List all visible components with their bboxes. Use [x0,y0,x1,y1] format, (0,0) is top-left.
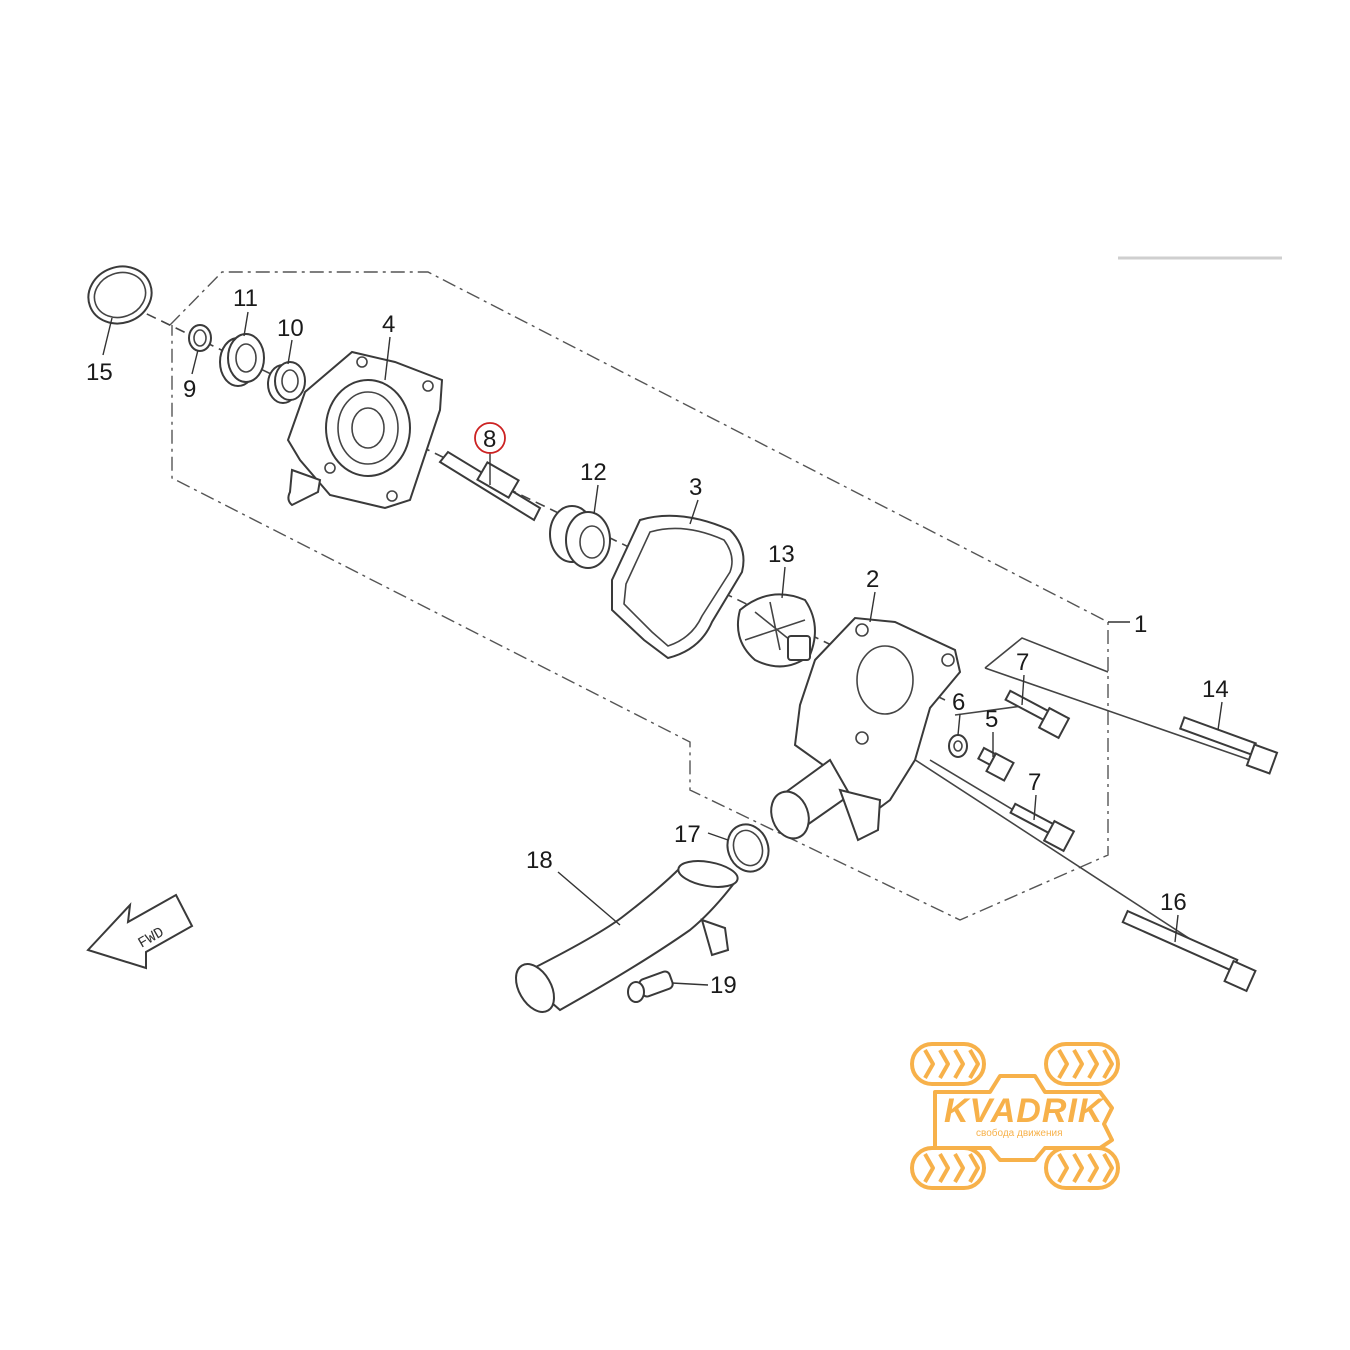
callout-8: 8 [483,426,496,453]
pump-shaft-8 [438,450,542,522]
callout-1: 1 [1134,611,1147,638]
bushing-19 [627,970,674,1003]
bolt-7-lower [1009,802,1076,853]
fwd-direction-arrow: FWD [86,893,194,970]
callout-18: 18 [526,847,553,874]
bolt-7-upper [1004,689,1071,740]
o-ring-17 [726,823,770,873]
highlight-ring-8 [474,422,506,454]
callout-14: 14 [1202,676,1229,703]
kvadrik-logo: KVADRIK свобода движения [910,1042,1120,1190]
callout-4: 4 [382,311,395,338]
callout-3: 3 [689,474,702,501]
callout-13: 13 [768,541,795,568]
callout-19: 19 [710,972,737,999]
logo-tagline: свобода движения [976,1127,1063,1139]
bolt-14 [1178,716,1279,775]
pump-body-2 [770,616,962,842]
drain-bolt-5 [977,746,1015,782]
callout-15: 15 [86,359,113,386]
callout-10: 10 [277,315,304,342]
logo-wheel-top-right [1044,1042,1120,1086]
axis-line-bolt-16 [899,749,1231,966]
assembly-boundary [169,271,1109,921]
callout-17: 17 [674,821,701,848]
axis-line-bolt-14 [984,667,1251,761]
callout-labels: 1 2 3 4 5 6 7 7 8 9 10 11 12 13 14 15 16… [86,285,1229,999]
mechanical-seal-12 [549,505,611,569]
logo-wheel-bottom-right [1044,1146,1120,1190]
bolt-16 [1121,909,1257,993]
o-ring-15 [87,265,153,325]
callout-16: 16 [1160,889,1187,916]
leader-lines [102,311,1223,986]
water-pipe-18 [515,860,739,1013]
callout-6: 6 [952,689,965,716]
impeller-13 [736,593,816,668]
callout-11: 11 [233,285,258,312]
logo-brand-text: KVADRIK [944,1092,1105,1130]
logo-frame [933,1074,1114,1162]
washer-6 [948,734,968,758]
logo-wheel-bottom-left [910,1146,986,1190]
oil-seal-10 [267,361,306,404]
logo-wheel-top-left [910,1042,986,1086]
callout-12: 12 [580,459,607,486]
callout-7-upper: 7 [1016,649,1029,676]
callout-2: 2 [866,566,879,593]
callout-9: 9 [183,376,196,403]
pump-cover-4 [286,350,444,510]
bearing-11 [219,333,265,387]
callout-7-lower: 7 [1028,769,1041,796]
circlip-9 [188,324,212,352]
callout-5: 5 [985,706,998,733]
gasket-3 [611,514,745,660]
axis-line-sub-bracket [984,637,1109,673]
